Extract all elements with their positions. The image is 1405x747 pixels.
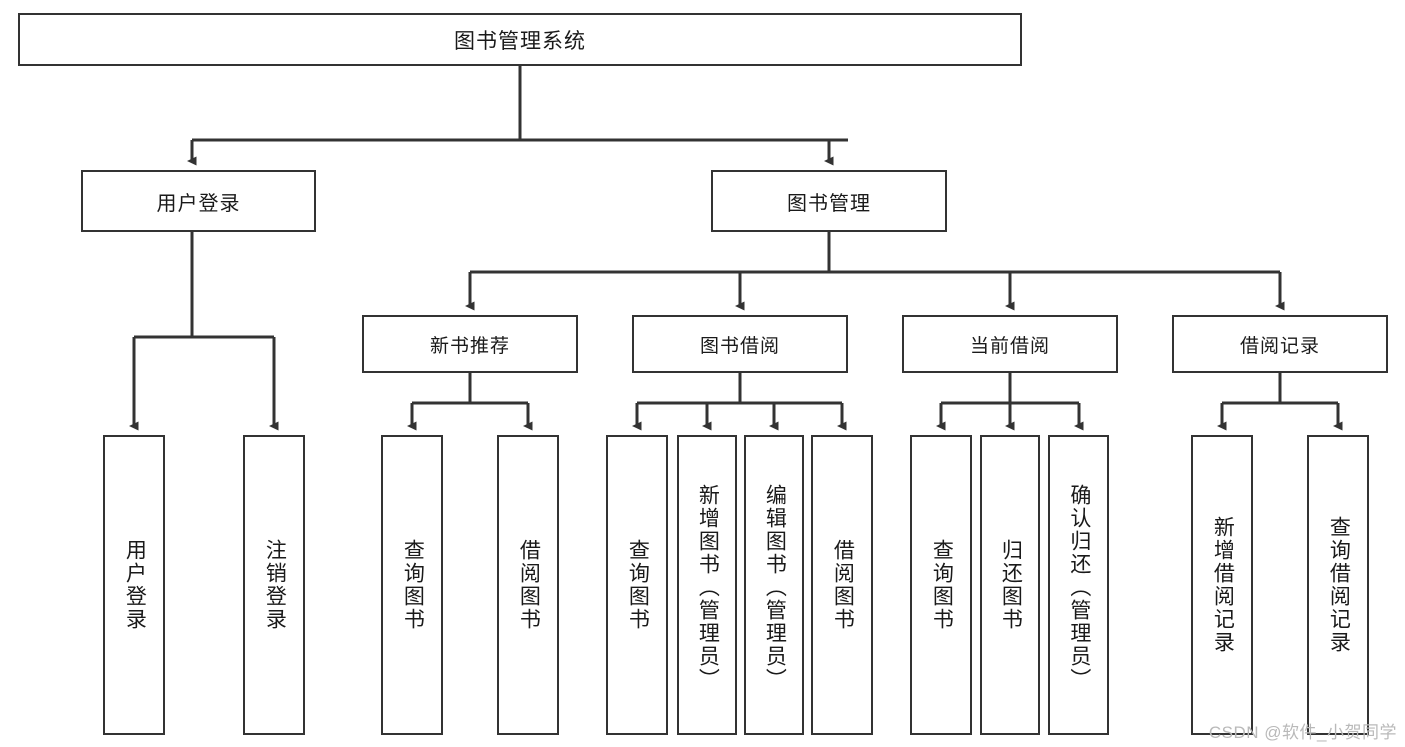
leaf-label: 借阅图书 [517, 539, 541, 631]
leaf-return-book[interactable]: 归还图书 [980, 435, 1040, 735]
node-user-login[interactable]: 用户登录 [81, 170, 316, 232]
leaf-logout[interactable]: 注销登录 [243, 435, 305, 735]
leaf-label: 查询图书 [401, 539, 425, 631]
leaf-label: 归还图书 [999, 539, 1023, 631]
leaf-confirm-return-admin[interactable]: 确认归还（管理员） [1048, 435, 1109, 735]
leaf-label: 新增借阅记录 [1211, 516, 1235, 654]
node-label: 图书管理 [787, 192, 871, 215]
leaf-borrow-book-new[interactable]: 借阅图书 [497, 435, 559, 735]
leaf-label: 注销登录 [263, 539, 287, 631]
leaf-query-book-current[interactable]: 查询图书 [910, 435, 972, 735]
leaf-borrow-book[interactable]: 借阅图书 [811, 435, 873, 735]
leaf-query-book[interactable]: 查询图书 [606, 435, 668, 735]
node-current-borrow[interactable]: 当前借阅 [902, 315, 1118, 373]
node-borrow-record[interactable]: 借阅记录 [1172, 315, 1388, 373]
node-label: 新书推荐 [429, 335, 510, 357]
node-root-book-management-system[interactable]: 图书管理系统 [18, 13, 1022, 66]
leaf-query-borrow-record[interactable]: 查询借阅记录 [1307, 435, 1369, 735]
leaf-label: 借阅图书 [831, 539, 855, 631]
leaf-label: 确认归还（管理员） [1067, 483, 1091, 691]
node-label: 借阅记录 [1239, 335, 1320, 357]
node-label: 图书管理系统 [454, 29, 586, 53]
leaf-label: 查询图书 [930, 539, 954, 631]
leaf-label: 查询图书 [626, 539, 650, 631]
leaf-query-book-new[interactable]: 查询图书 [381, 435, 443, 735]
node-new-book-recommend[interactable]: 新书推荐 [362, 315, 578, 373]
leaf-edit-book-admin[interactable]: 编辑图书（管理员） [744, 435, 804, 735]
leaf-user-login[interactable]: 用户登录 [103, 435, 165, 735]
node-label: 当前借阅 [969, 335, 1050, 357]
node-label: 用户登录 [156, 192, 241, 215]
leaf-label: 新增图书（管理员） [696, 483, 720, 691]
leaf-label: 用户登录 [123, 539, 147, 631]
node-label: 图书借阅 [699, 335, 780, 357]
node-book-borrow[interactable]: 图书借阅 [632, 315, 848, 373]
leaf-label: 编辑图书（管理员） [763, 483, 787, 691]
leaf-label: 查询借阅记录 [1327, 516, 1351, 654]
node-book-management[interactable]: 图书管理 [711, 170, 947, 232]
leaf-add-book-admin[interactable]: 新增图书（管理员） [677, 435, 737, 735]
leaf-add-borrow-record[interactable]: 新增借阅记录 [1191, 435, 1253, 735]
